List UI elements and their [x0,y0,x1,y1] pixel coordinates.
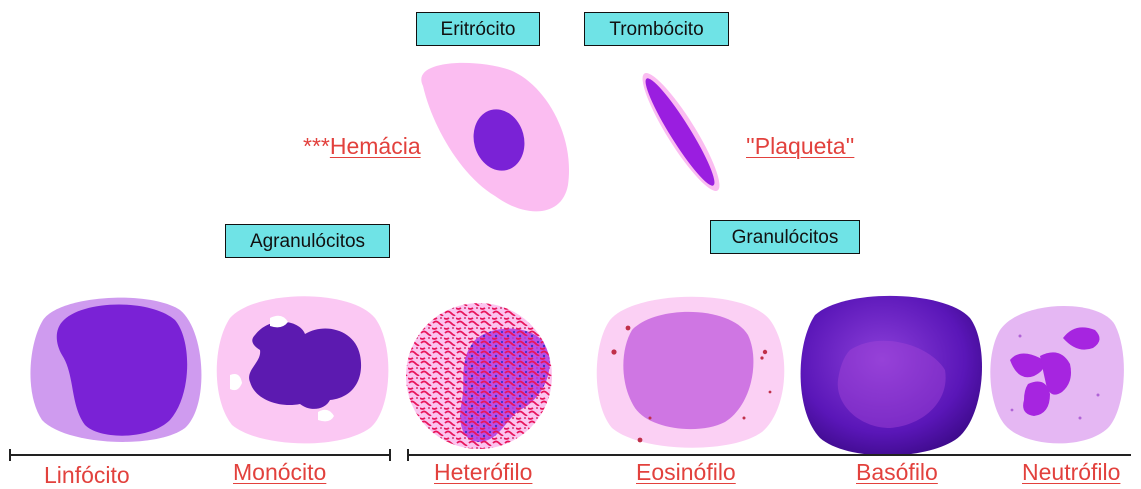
erythrocyte-cell [421,63,569,211]
tag-erythrocyte: Eritrócito [416,12,540,46]
label-monocito: Monócito [233,459,326,486]
thrombocyte-cell [633,66,730,198]
label-hemacia: ***Hemácia [303,133,421,160]
label-basofilo: Basófilo [856,459,938,486]
tag-thrombocyte: Trombócito [584,12,729,46]
lymphocyte-cell [30,298,201,442]
label-neutrofilo: Neutrófilo [1022,459,1120,486]
heterophil-cell [400,300,560,455]
agranulocyte-bracket [10,449,390,461]
neutrophil-cell [990,306,1124,443]
label-eosinofilo: Eosinófilo [636,459,736,486]
hemacia-prefix: *** [303,133,330,159]
basophil-cell [801,296,982,456]
label-heterofilo: Heterófilo [434,459,532,486]
tag-granulocytes: Granulócitos [710,220,860,254]
tag-agranulocytes: Agranulócitos [225,224,390,258]
label-linfocito: Linfócito [44,462,130,489]
label-plaqueta: ''Plaqueta'' [746,133,854,160]
eosinophil-cell [597,297,785,448]
monocyte-cell [217,296,389,443]
hemacia-text: Hemácia [330,133,421,159]
